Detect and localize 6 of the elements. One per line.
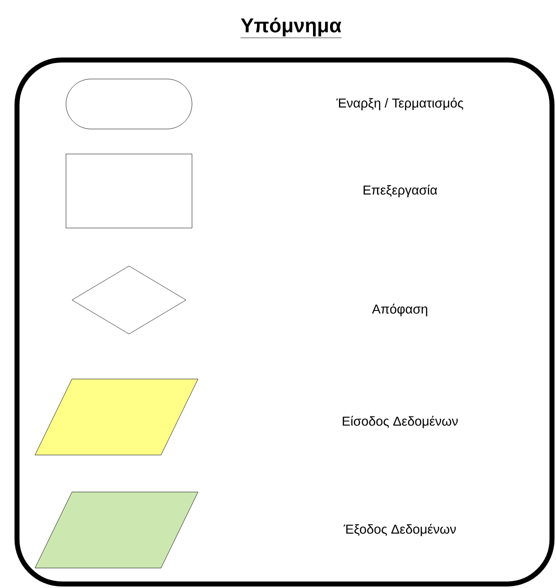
legend-label: Έξοδος Δεδομένων — [344, 524, 456, 536]
legend-title: Υπόμνημα — [240, 18, 342, 38]
legend-label: Απόφαση — [372, 304, 428, 316]
legend-label: Έναρξη / Τερματισμός — [336, 98, 464, 110]
legend-label: Επεξεργασία — [364, 184, 438, 198]
legend-label: Είσοδος Δεδομένων — [342, 416, 458, 428]
